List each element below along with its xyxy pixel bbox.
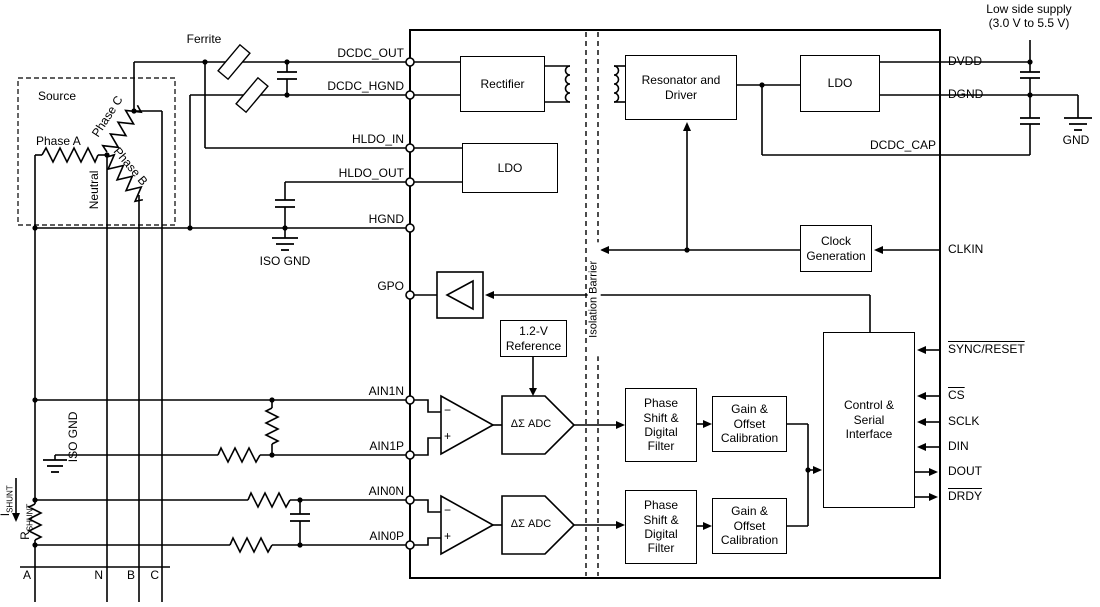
gpo-buffer-triangle-icon bbox=[445, 279, 474, 311]
adc0-label: ΔΣ ADC bbox=[510, 518, 552, 530]
block-gain-offset-0: Gain & Offset Calibration bbox=[712, 498, 787, 554]
dcdc-transformer bbox=[564, 65, 620, 103]
block-resonator-driver: Resonator and Driver bbox=[625, 55, 737, 120]
i-shunt-label: ISHUNT bbox=[0, 485, 15, 516]
gnd-label: GND bbox=[1062, 133, 1090, 147]
block-reference: 1.2-V Reference bbox=[500, 320, 567, 357]
amp0-plus-sign: + bbox=[444, 529, 452, 543]
ferrite-beads bbox=[217, 43, 269, 114]
source-title: Source bbox=[38, 89, 77, 103]
adc1-shape bbox=[501, 395, 576, 455]
amp0-triangle-icon bbox=[440, 494, 495, 556]
pin-label-dcdc-out: DCDC_OUT bbox=[337, 46, 404, 60]
ferrite-bead-icon bbox=[217, 43, 251, 81]
pin-label-hldo-in: HLDO_IN bbox=[351, 132, 404, 146]
ain0p-resistor bbox=[229, 536, 273, 554]
ain1-divider-resistor bbox=[264, 407, 280, 445]
pin-label-ain0p: AIN0P bbox=[369, 529, 404, 543]
junction-dots bbox=[32, 59, 1033, 548]
resistors bbox=[27, 104, 291, 554]
low-side-supply-note: Low side supply (3.0 V to 5.5 V) bbox=[986, 2, 1072, 30]
pin-label-dout: DOUT bbox=[948, 464, 982, 478]
block-phase-shift-filter-1: Phase Shift & Digital Filter bbox=[625, 388, 697, 462]
iso-gnd-label-left: ISO GND bbox=[66, 411, 81, 463]
pin-label-gpo: GPO bbox=[377, 279, 404, 293]
ferrite-bead-icon bbox=[235, 76, 269, 114]
pin-circles bbox=[405, 57, 415, 550]
adc1-label: ΔΣ ADC bbox=[510, 418, 552, 430]
transformer-secondary-coil bbox=[564, 65, 571, 103]
block-clock-generation: Clock Generation bbox=[800, 225, 872, 272]
isolation-barrier-label: Isolation Barrier bbox=[587, 242, 601, 357]
pin-label-hldo-out: HLDO_OUT bbox=[338, 166, 404, 180]
arrowheads bbox=[12, 122, 938, 530]
pin-label-clkin: CLKIN bbox=[948, 242, 984, 256]
pin-label-sclk: SCLK bbox=[948, 414, 980, 428]
ain0n-resistor bbox=[247, 491, 291, 509]
pin-label-cs: CS bbox=[948, 388, 965, 402]
adc0-shape bbox=[501, 495, 576, 555]
ferrite-label: Ferrite bbox=[186, 32, 222, 46]
pin-label-ain1p: AIN1P bbox=[369, 439, 404, 453]
block-rectifier: Rectifier bbox=[460, 56, 545, 112]
analog-shapes bbox=[436, 271, 576, 556]
block-hldo: LDO bbox=[462, 143, 558, 193]
pin-label-dcdc-hgnd: DCDC_HGND bbox=[327, 79, 404, 93]
phase-line-label-a: A bbox=[22, 568, 31, 582]
amp1-plus-sign: + bbox=[444, 429, 452, 443]
neutral-label: Neutral bbox=[87, 170, 102, 210]
ain1p-resistor bbox=[217, 446, 261, 464]
phase-line-label-b: B bbox=[126, 568, 135, 582]
pin-label-sync-reset: SYNC/RESET bbox=[948, 342, 1025, 356]
pin-label-ain0n: AIN0N bbox=[368, 484, 404, 498]
phase-a-resistor bbox=[41, 146, 99, 164]
amp0-minus-sign: − bbox=[444, 503, 452, 517]
shunt-resistor bbox=[27, 503, 43, 541]
pin-label-dvdd: DVDD bbox=[948, 54, 983, 68]
iso-gnd-symbol bbox=[43, 459, 67, 473]
pin-label-dcdc-cap: DCDC_CAP bbox=[869, 138, 936, 152]
block-control-serial-interface: Control & Serial Interface bbox=[823, 332, 915, 508]
phase-line-label-c: C bbox=[150, 568, 159, 582]
amp1-minus-sign: − bbox=[444, 403, 452, 417]
block-gain-offset-1: Gain & Offset Calibration bbox=[712, 396, 787, 452]
iso-gnd-label-top: ISO GND bbox=[259, 254, 311, 268]
transformer-primary-coil bbox=[613, 65, 620, 103]
amp1-triangle-icon bbox=[440, 394, 495, 456]
block-ldo: LDO bbox=[800, 55, 880, 112]
pin-label-hgnd: HGND bbox=[368, 212, 404, 226]
block-phase-shift-filter-0: Phase Shift & Digital Filter bbox=[625, 490, 697, 564]
phase-a-label: Phase A bbox=[36, 134, 81, 148]
r-shunt-label: RSHUNT bbox=[18, 503, 35, 540]
wires bbox=[15, 40, 1079, 602]
gnd-symbol bbox=[1064, 117, 1092, 131]
pin-label-din: DIN bbox=[948, 439, 969, 453]
pin-label-ain1n: AIN1N bbox=[368, 384, 404, 398]
ground-symbols bbox=[43, 117, 1092, 473]
phase-b-resistor bbox=[106, 153, 144, 203]
pin-label-drdy: DRDY bbox=[948, 489, 983, 503]
iso-gnd-symbol bbox=[272, 237, 298, 251]
capacitors bbox=[275, 71, 1040, 522]
pin-label-dgnd: DGND bbox=[948, 87, 984, 101]
phase-line-label-n: N bbox=[94, 568, 103, 582]
